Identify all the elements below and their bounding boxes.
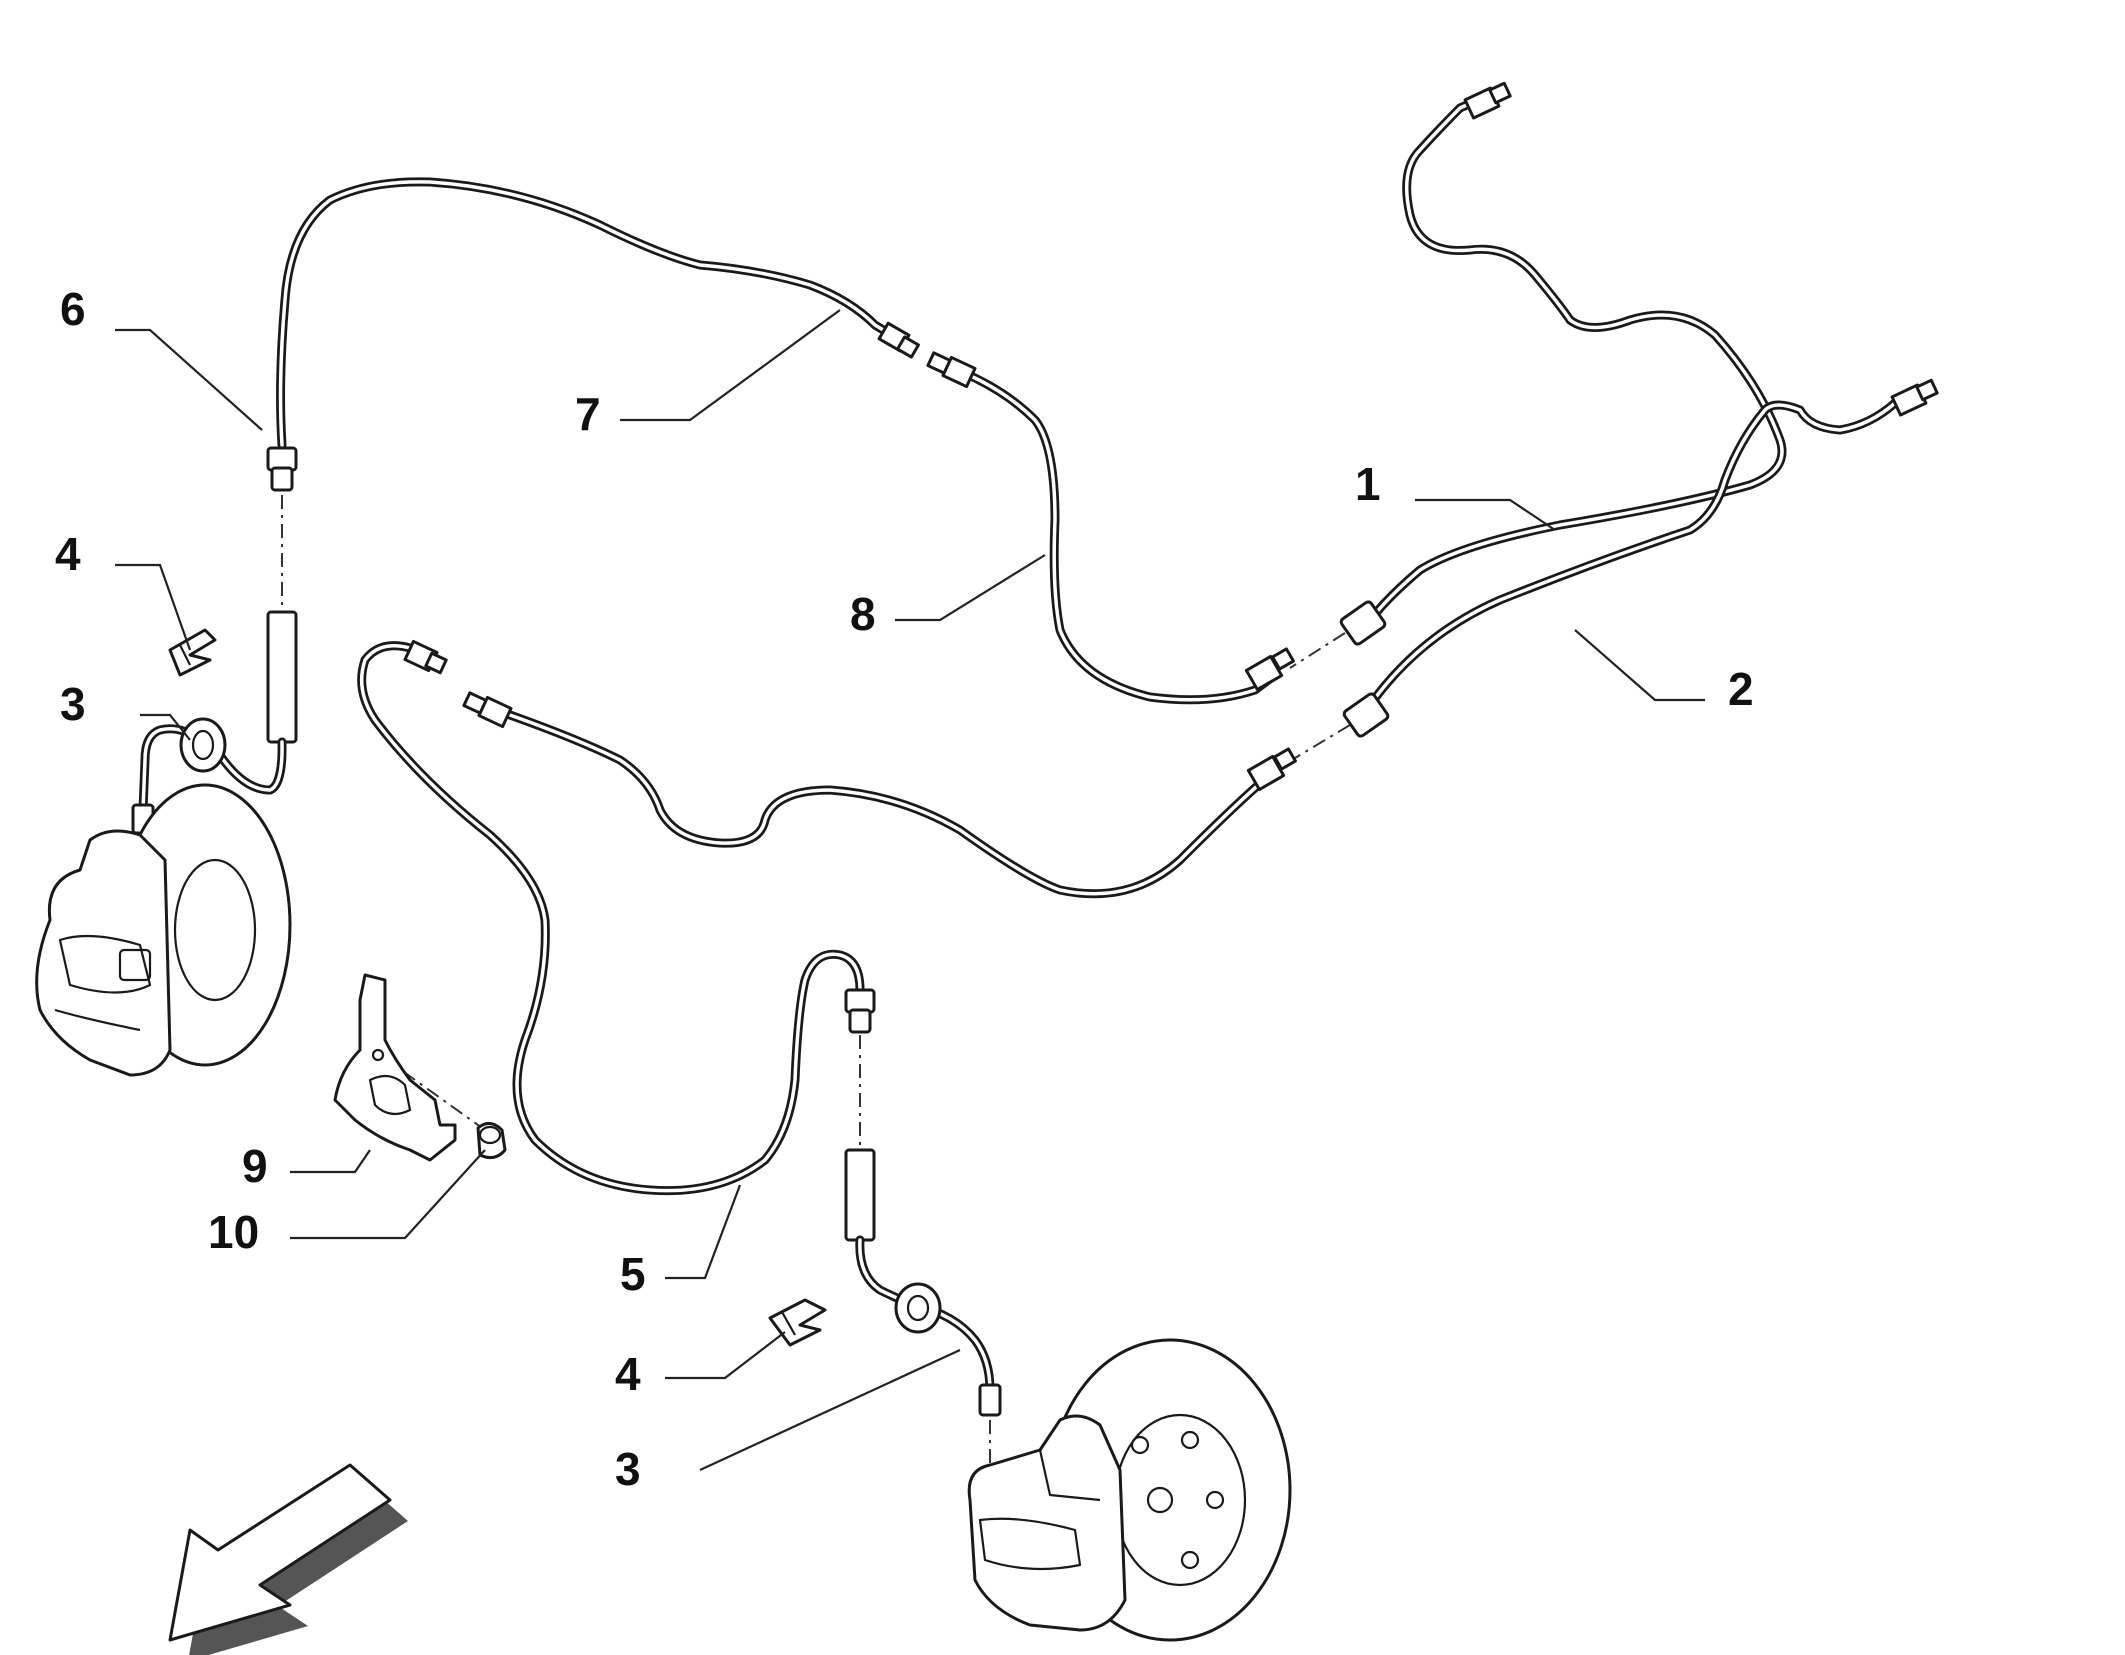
callout-3-lower: 3 bbox=[615, 1443, 641, 1495]
callout-labels: 1 2 3 3 4 4 5 6 7 8 9 10 bbox=[55, 283, 1754, 1495]
brake-disc-caliper-right bbox=[967, 1338, 1292, 1642]
direction-arrow-icon bbox=[168, 1463, 408, 1655]
mounting-bracket-9[interactable] bbox=[333, 973, 457, 1162]
callout-1: 1 bbox=[1355, 458, 1381, 510]
callout-4-lower: 4 bbox=[615, 1348, 641, 1400]
brake-disc-caliper-left bbox=[35, 783, 292, 1077]
callout-10: 10 bbox=[208, 1206, 259, 1258]
pipe-1-fitting-end bbox=[1339, 600, 1387, 646]
pipe-middle-fitting-right bbox=[1246, 747, 1297, 792]
pipe-2-fitting-end bbox=[1342, 692, 1390, 738]
pipe-7-fitting-right bbox=[877, 321, 920, 359]
callout-5: 5 bbox=[620, 1248, 646, 1300]
callout-7: 7 bbox=[575, 388, 601, 440]
callout-3-upper: 3 bbox=[60, 678, 86, 730]
flexible-hose-3-left[interactable] bbox=[131, 610, 298, 835]
hose-3-right-grommet bbox=[894, 1282, 942, 1334]
pipe-middle-fitting-left bbox=[462, 691, 513, 729]
flexible-hose-3-right[interactable] bbox=[844, 1148, 1002, 1417]
pipe-8-fitting-right bbox=[1244, 647, 1295, 692]
callout-2: 2 bbox=[1728, 663, 1754, 715]
callout-6: 6 bbox=[60, 283, 86, 335]
brake-pipe-5[interactable] bbox=[357, 639, 876, 1196]
hose-clip-4-upper[interactable] bbox=[168, 628, 217, 677]
connection-line-1-8 bbox=[1289, 632, 1346, 669]
pipe-2-fitting-top bbox=[1890, 378, 1939, 417]
pipe-5-fitting-top bbox=[403, 639, 448, 675]
pipe-8-fitting-left bbox=[926, 351, 977, 389]
callout-leaders bbox=[115, 309, 1705, 1471]
hose-3-left-grommet bbox=[179, 717, 227, 773]
callout-9: 9 bbox=[242, 1140, 268, 1192]
connection-line-2-5 bbox=[1294, 724, 1351, 759]
nut-10[interactable] bbox=[476, 1122, 507, 1160]
brake-pipe-7[interactable] bbox=[266, 177, 920, 492]
pipe-1-fitting-top bbox=[1463, 81, 1512, 120]
brake-pipe-1[interactable] bbox=[1339, 81, 1787, 646]
callout-4-upper: 4 bbox=[55, 528, 81, 580]
brake-pipe-2[interactable] bbox=[1342, 378, 1939, 738]
brake-pipe-8[interactable] bbox=[926, 351, 1295, 705]
brake-pipe-middle-long[interactable] bbox=[462, 691, 1297, 899]
pipe-5-fitting-bottom bbox=[844, 988, 876, 1034]
callout-8: 8 bbox=[850, 588, 876, 640]
pipe-7-fitting-left bbox=[266, 446, 298, 492]
